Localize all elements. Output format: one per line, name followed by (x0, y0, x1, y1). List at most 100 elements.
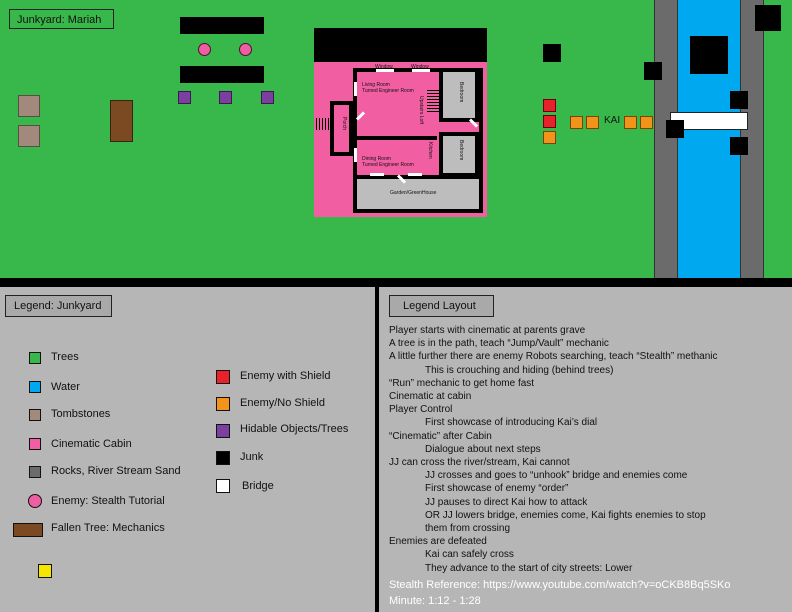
junk-pile (730, 137, 748, 155)
legend-label: Tombstones (51, 408, 111, 420)
map-title: Junkyard: Mariah (9, 9, 114, 29)
tombstone (18, 95, 40, 117)
junk-pile (755, 5, 781, 31)
legend-label: Cinematic Cabin (51, 438, 132, 450)
window (412, 69, 430, 72)
inner-wall (357, 136, 437, 140)
layout-line: A tree is in the path, teach “Jump/Vault… (389, 338, 609, 350)
window-label: Window (411, 64, 429, 70)
junk-pile (180, 66, 264, 83)
porch-steps (316, 118, 330, 130)
hidable-object (219, 91, 232, 104)
junk-pile (180, 17, 264, 34)
window (370, 173, 384, 176)
dining-room-label: Dining Room Turned Engineer Room (362, 156, 414, 168)
legend-label: Enemy: Stealth Tutorial (51, 495, 165, 507)
stealth-reference: Stealth Reference: https://www.youtube.c… (389, 579, 731, 591)
hidable-object (261, 91, 274, 104)
cinematic-cabin: Porch Bedroom Bedroom Garden/GreenHouse … (314, 62, 487, 217)
kitchen-label: Kitchen (427, 142, 433, 159)
bridge-swatch (216, 479, 230, 493)
layout-line: First showcase of enemy “order” (425, 483, 569, 495)
enemy-no-shield (570, 116, 583, 129)
layout-line: Player Control (389, 404, 453, 416)
legend-label: Bridge (242, 480, 274, 492)
junk-pile (543, 44, 561, 62)
layout-line: Player starts with cinematic at parents … (389, 325, 586, 336)
junk-pile (644, 62, 662, 80)
window (354, 82, 357, 96)
bedroom-top (439, 72, 479, 122)
window (408, 173, 422, 176)
garden-label: Garden/GreenHouse (390, 190, 437, 196)
legend-label: Enemy/No Shield (240, 397, 325, 409)
enemy-no-shield-swatch (216, 397, 230, 411)
legend-junkyard-panel: Legend: Junkyard Trees Water Tombstones … (0, 287, 375, 612)
tombstone (18, 125, 40, 147)
trees-swatch (29, 352, 41, 364)
bedroom-bottom (439, 132, 479, 177)
rocks-left-bank (654, 0, 678, 278)
enemy-stealth-tutorial (239, 43, 252, 56)
legend-divider (375, 287, 379, 612)
fallen-tree (110, 100, 133, 142)
hidable-swatch (216, 424, 230, 438)
layout-line: First showcase of introducing Kai’s dial (425, 417, 598, 429)
enemy-no-shield (586, 116, 599, 129)
legend-label: Water (51, 381, 80, 393)
kai-label: KAI (604, 115, 621, 126)
window-label: Window (375, 64, 393, 70)
layout-line: A little further there are enemy Robots … (389, 351, 718, 363)
junk-swatch (216, 451, 230, 465)
stairs (427, 90, 439, 112)
hidable-object (178, 91, 191, 104)
layout-line: JJ crosses and goes to “unhook” bridge a… (425, 470, 688, 482)
cabin-swatch (29, 438, 41, 450)
tombstone-swatch (29, 409, 41, 421)
map-divider (0, 278, 792, 287)
porch-label: Porch (341, 117, 347, 131)
living-room-label: Living Room Turned Engineer Room (362, 82, 414, 94)
fallen-tree-swatch (13, 523, 43, 537)
water-swatch (29, 381, 41, 393)
junkyard-map: Junkyard: Mariah Porch Bedroom Bedroom G… (0, 0, 792, 278)
layout-line: JJ can cross the river/stream, Kai canno… (389, 457, 570, 468)
legend-junkyard-title: Legend: Junkyard (5, 295, 112, 317)
window (376, 69, 394, 72)
enemy-no-shield (543, 131, 556, 144)
layout-line: They advance to the start of city street… (425, 562, 633, 574)
porch (330, 101, 353, 156)
minute-range: Minute: 1:12 - 1:28 (389, 595, 481, 607)
legend-label: Rocks, River Stream Sand (51, 465, 181, 477)
legend-label: Hidable Objects/Trees (240, 423, 349, 435)
enemy-shield-swatch (216, 370, 230, 384)
bedroom-bottom-label: Bedroom (458, 140, 464, 161)
rocks-swatch (29, 466, 41, 478)
layout-line: Enemies are defeated (389, 536, 487, 548)
layout-line: Cinematic at cabin (389, 391, 472, 402)
enemy-stealth-swatch (28, 494, 42, 508)
layout-line: “Run” mechanic to get home fast (389, 377, 535, 389)
yellow-swatch (38, 564, 52, 578)
junk-pile (690, 36, 728, 74)
enemy-with-shield (543, 115, 556, 128)
legend-label: Enemy with Shield (240, 370, 331, 382)
layout-line: Dialogue about next steps (425, 443, 541, 455)
layout-line: This is crouching and hiding (behind tre… (425, 364, 614, 376)
enemy-stealth-tutorial (198, 43, 211, 56)
legend-label: Fallen Tree: Mechanics (51, 522, 165, 534)
junk-pile (730, 91, 748, 109)
window (354, 148, 357, 162)
enemy-no-shield (640, 116, 653, 129)
enemy-no-shield (624, 116, 637, 129)
bedroom-top-label: Bedroom (458, 82, 464, 103)
legend-layout-title: Legend Layout (389, 295, 494, 317)
garden-greenhouse (357, 175, 479, 209)
upstairs-label: Upstairs Loft (418, 96, 424, 125)
legend-layout-panel (379, 287, 792, 612)
layout-line: Kai can safely cross (425, 549, 514, 561)
layout-line: them from crossing (425, 523, 511, 534)
cabin-roof (314, 28, 487, 62)
layout-line: JJ pauses to direct Kai how to attack (425, 496, 588, 508)
legend-label: Junk (240, 451, 264, 463)
